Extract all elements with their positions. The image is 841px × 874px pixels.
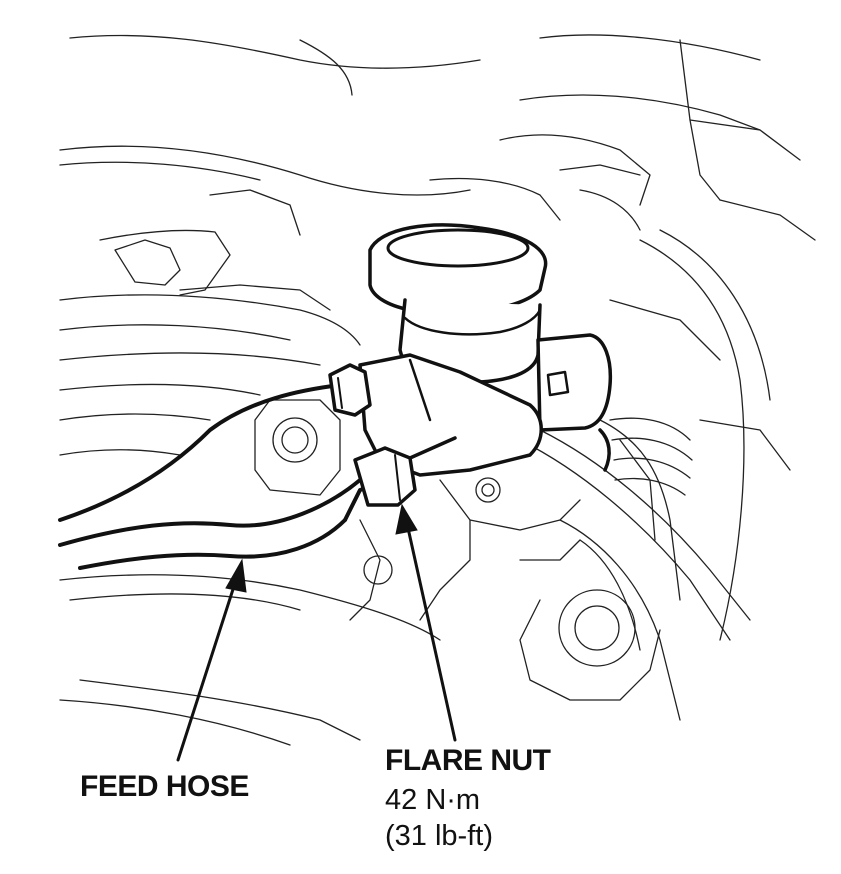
feed-hose-label: FEED HOSE <box>80 770 249 803</box>
flare-nut-torque-nm: 42 N·m <box>385 784 481 816</box>
feed-hose-arrowhead <box>225 558 247 593</box>
valve-assembly <box>328 223 613 507</box>
callout-arrows <box>176 503 457 762</box>
engine-bay-background <box>59 34 816 746</box>
feed-hose-lines <box>58 383 387 570</box>
flare-nut-arrowhead <box>395 503 418 535</box>
flare-nut-arrow <box>406 526 457 742</box>
feed-hose-arrow <box>176 578 238 762</box>
flare-nut-torque-lbft: (31 lb-ft) <box>385 820 493 852</box>
flare-nut-label: FLARE NUT <box>385 744 551 777</box>
